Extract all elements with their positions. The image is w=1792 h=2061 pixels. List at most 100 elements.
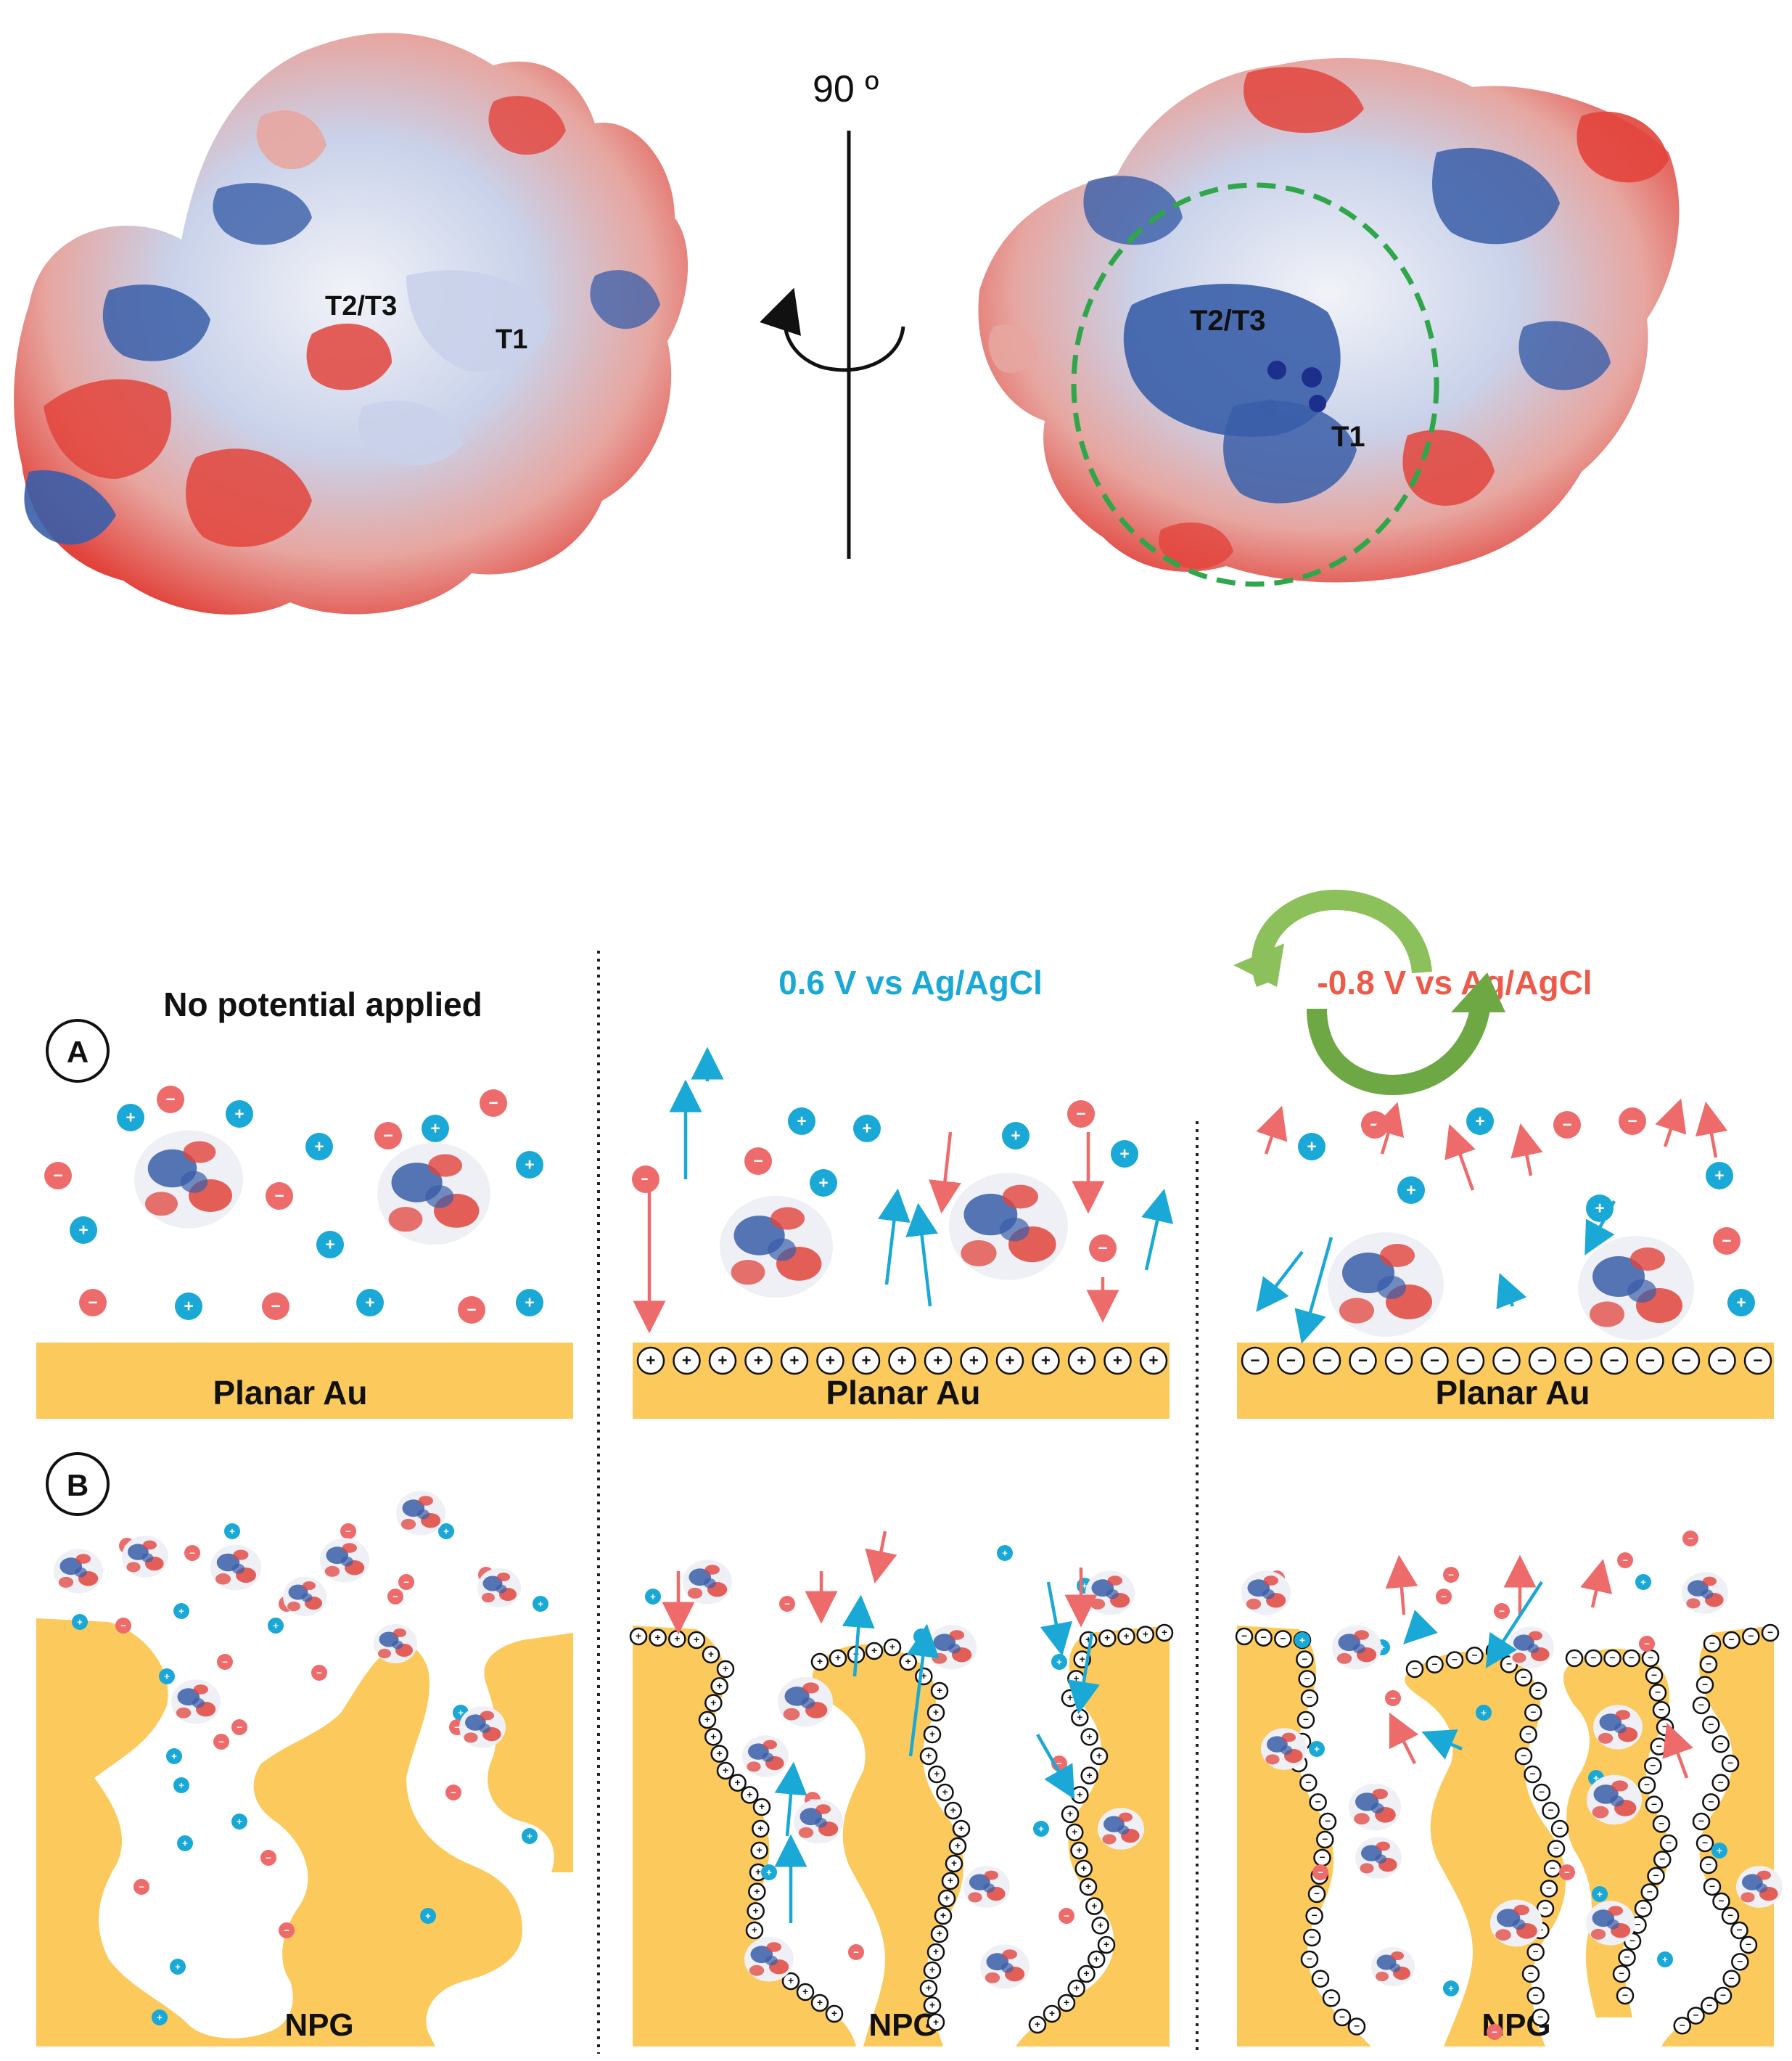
negative-charge: − (1743, 1346, 1772, 1375)
svg-text:+: + (229, 1525, 235, 1536)
positive-charge: + (687, 1631, 706, 1650)
svg-text:+: + (314, 1137, 324, 1156)
positive-charge: + (1043, 2004, 1061, 2023)
cation-icon: + (1033, 1821, 1049, 1837)
positive-charge: + (1074, 1859, 1093, 1878)
migration-arrow (1662, 1722, 1693, 1779)
anion-icon: − (213, 1734, 229, 1750)
svg-text:−: − (1098, 1239, 1107, 1258)
anion-icon: − (260, 1850, 276, 1866)
cation-icon: + (1309, 1741, 1325, 1757)
positive-charge: + (1077, 1964, 1096, 1983)
svg-text:−: − (1471, 1650, 1477, 1660)
positive-charge: + (810, 1652, 829, 1671)
anion-icon: − (1312, 1864, 1328, 1880)
negative-charge: − (1274, 1630, 1292, 1648)
svg-text:+: + (802, 1986, 808, 1997)
svg-text:−: − (1709, 1638, 1715, 1649)
svg-text:−: − (1720, 1990, 1726, 2001)
negative-charge: − (1565, 1649, 1584, 1668)
svg-text:+: + (178, 1605, 184, 1616)
positive-charge: + (1079, 1877, 1098, 1896)
positive-charge: + (636, 1346, 665, 1375)
pore-negative-charges: −−−−−−−−−−−−−−−−−−−−−−−−−−−−−−−−−−−−−−−−… (1235, 1623, 1780, 2036)
positive-charge: + (750, 1841, 768, 1860)
positive-charge: + (926, 1943, 945, 1962)
svg-text:−: − (1698, 1816, 1704, 1827)
positive-charge: + (936, 1783, 954, 1802)
svg-text:+: + (861, 1351, 871, 1369)
positive-charge: + (883, 1638, 902, 1657)
protein-icon (1332, 1625, 1381, 1670)
negative-charge: − (1526, 1943, 1545, 1962)
negative-charge: − (1528, 1346, 1557, 1375)
svg-text:−: − (1648, 1652, 1653, 1663)
positive-charge: + (781, 1972, 800, 1991)
positive-charge: + (752, 1798, 771, 1816)
svg-text:+: + (164, 1671, 170, 1681)
negative-charge: − (1532, 1783, 1551, 1802)
svg-text:+: + (646, 1351, 655, 1369)
active-site-ring (1071, 182, 1439, 587)
svg-text:+: + (682, 1351, 691, 1369)
svg-text:−: − (1539, 1787, 1545, 1798)
positive-charge: + (1080, 1766, 1098, 1785)
svg-text:+: + (889, 1642, 895, 1652)
svg-text:+: + (1123, 1631, 1129, 1642)
protein-icon (949, 1173, 1068, 1280)
negative-charge: − (1645, 1666, 1664, 1684)
protein-icon (1578, 1236, 1694, 1340)
svg-text:+: + (929, 2000, 935, 2011)
svg-text:+: + (1593, 1772, 1599, 1783)
positive-charge: + (752, 1819, 770, 1838)
svg-text:−: − (1241, 1631, 1247, 1642)
svg-text:+: + (1640, 1576, 1646, 1587)
cation-icon: + (516, 1151, 543, 1179)
svg-text:+: + (788, 1975, 794, 1986)
svg-text:+: + (937, 1685, 942, 1696)
svg-text:+: + (1077, 1351, 1086, 1369)
svg-text:+: + (650, 1591, 656, 1602)
planar-au-label-3: Planar Au (1435, 1374, 1590, 1411)
svg-text:+: + (905, 1656, 911, 1667)
cation-icon: + (226, 1100, 253, 1128)
svg-text:−: − (1702, 1837, 1708, 1848)
svg-text:−: − (1412, 1663, 1418, 1674)
surface-negative-charges: −−−−−−−−−−−−−−− (1241, 1346, 1772, 1375)
svg-text:−: − (1318, 1867, 1323, 1877)
negative-charge: − (1699, 1856, 1718, 1874)
svg-text:+: + (1113, 1351, 1122, 1369)
anion-icon: − (445, 1785, 461, 1800)
svg-text:+: + (752, 1925, 757, 1935)
anion-icon: − (1494, 1603, 1510, 1619)
svg-text:−: − (1521, 1750, 1526, 1761)
svg-text:+: + (718, 1351, 727, 1369)
svg-text:−: − (1736, 1925, 1742, 1935)
negative-charge: − (1526, 1986, 1545, 2005)
cation-icon: + (1727, 1289, 1755, 1316)
positive-charge: + (710, 1745, 728, 1763)
svg-text:−: − (383, 1126, 392, 1145)
svg-text:−: − (1499, 1605, 1505, 1616)
anion-icon: − (1487, 2024, 1503, 2040)
positive-charge: + (899, 1652, 917, 1671)
svg-text:+: + (365, 1293, 374, 1312)
svg-text:+: + (1119, 1144, 1129, 1163)
anion-icon: − (1436, 1589, 1452, 1605)
anion-icon: − (398, 1574, 414, 1590)
svg-text:−: − (1706, 2000, 1712, 2011)
cation-icon: + (1002, 1122, 1029, 1150)
svg-text:−: − (1708, 1719, 1714, 1730)
svg-text:+: + (1011, 1126, 1020, 1145)
svg-text:−: − (1452, 1655, 1458, 1665)
svg-text:−: − (784, 1598, 790, 1609)
svg-text:+: + (926, 1983, 932, 1994)
svg-text:−: − (1430, 1351, 1439, 1369)
positive-charge: + (865, 1642, 884, 1660)
svg-text:+: + (950, 1805, 956, 1816)
svg-text:+: + (273, 1620, 279, 1631)
npg-block-2 (633, 1626, 1170, 2046)
anion-icon: − (1553, 1111, 1581, 1139)
negative-charge: − (1648, 1684, 1667, 1702)
svg-text:+: + (1041, 1351, 1051, 1369)
